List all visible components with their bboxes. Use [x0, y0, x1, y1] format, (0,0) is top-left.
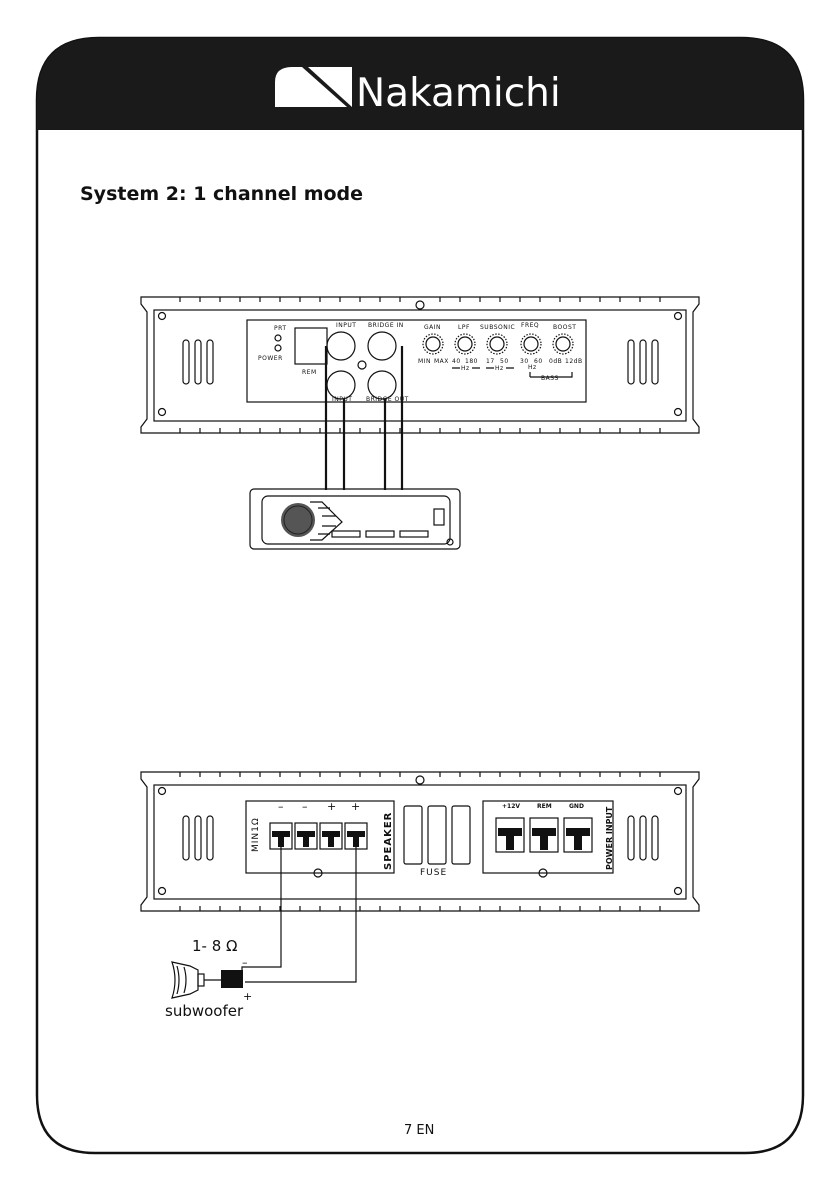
knob-label: BOOST: [553, 324, 576, 331]
hz-label: Hz: [528, 364, 537, 371]
fuse-label: FUSE: [420, 868, 447, 878]
rca-label-input-bottom: INPUT: [332, 396, 352, 403]
rem-label: REM: [302, 369, 317, 376]
knob-label: SUBSONIC: [480, 324, 515, 331]
knob-label: FREQ: [521, 322, 539, 329]
impedance-label: 1- 8 Ω: [192, 937, 238, 955]
terminal-polarity: –: [302, 800, 308, 813]
terminal-polarity: –: [278, 800, 284, 813]
knob-max: MAX: [434, 358, 449, 365]
led-label-power: POWER: [258, 355, 283, 362]
rca-label-input-top: INPUT: [336, 322, 356, 329]
sub-minus-label: –: [242, 956, 248, 969]
hz-label: Hz: [495, 365, 504, 372]
knob-max: 50: [500, 358, 509, 365]
rca-label-bridge-in: BRIDGE IN: [368, 322, 404, 329]
page-number: 7 EN: [404, 1123, 434, 1138]
hz-label: Hz: [461, 365, 470, 372]
knob-min: MIN: [418, 358, 431, 365]
section-title: System 2: 1 channel mode: [80, 183, 363, 205]
page-border: [37, 38, 803, 1153]
power-input-label: POWER INPUT: [605, 806, 614, 870]
speaker-label: SPEAKER: [383, 812, 394, 870]
terminal-polarity: +: [327, 800, 336, 813]
brand-name: Nakamichi: [356, 71, 561, 116]
knob-label: LPF: [458, 324, 470, 331]
sub-plus-label: +: [243, 990, 252, 1003]
knob-min: 0dB: [549, 358, 562, 365]
subwoofer-label: subwoofer: [165, 1002, 244, 1020]
knob-max: 180: [465, 358, 478, 365]
knob-max: 12dB: [565, 358, 583, 365]
volume-knob-icon: [281, 503, 315, 537]
knob-label: GAIN: [424, 324, 441, 331]
power-terminal-label: +12V: [502, 803, 520, 810]
knob-min: 17: [486, 358, 495, 365]
min-ohm-label: MIN1Ω: [251, 817, 261, 852]
terminal-polarity: +: [351, 800, 360, 813]
bass-label: BASS: [541, 375, 559, 382]
power-terminal-label: GND: [569, 803, 584, 810]
terminal-box: [221, 970, 243, 988]
led-label-prt: PRT: [274, 325, 287, 332]
knob-min: 40: [452, 358, 461, 365]
power-terminal-label: REM: [537, 803, 552, 810]
